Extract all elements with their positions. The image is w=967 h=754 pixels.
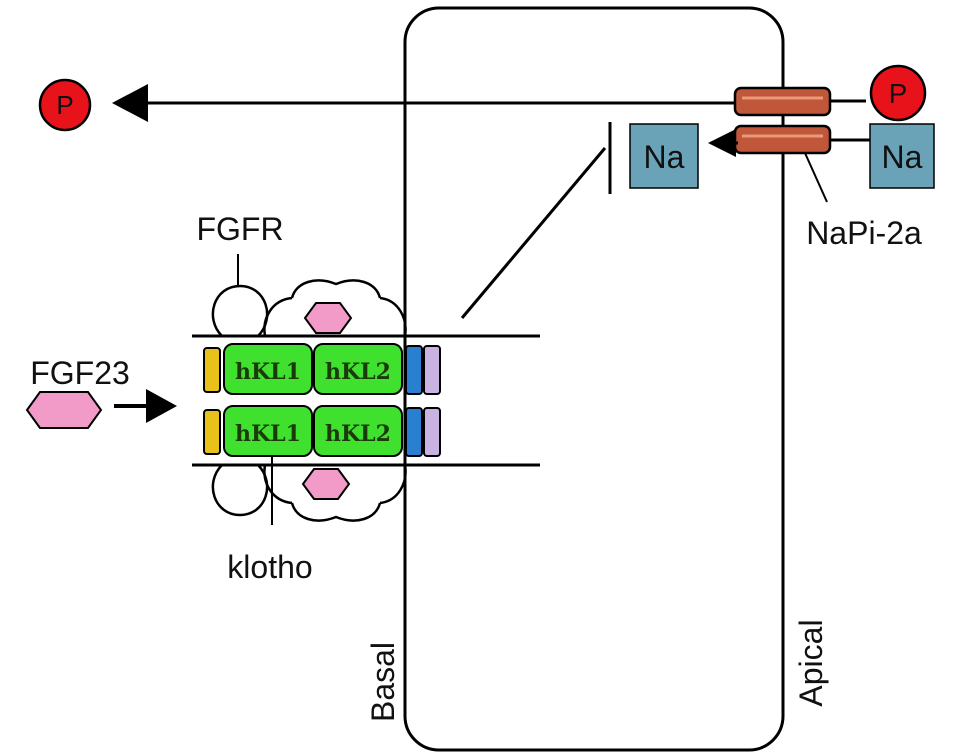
fgf23-label: FGF23 — [30, 355, 130, 391]
sodium-box-outside — [869, 123, 935, 189]
sodium-inside-label: Na — [644, 139, 685, 175]
phosphate-left — [38, 78, 92, 132]
kl1-label-1: hKL1 — [235, 359, 301, 385]
fgf23-bound-upper — [303, 302, 353, 334]
kl1-domain-2 — [223, 405, 313, 457]
inhibition-line — [460, 147, 607, 319]
sodium-outside-label: Na — [882, 139, 923, 175]
cell-outline — [403, 6, 785, 752]
napi-pointer-line — [804, 152, 828, 203]
sodium-box-inside — [629, 123, 699, 189]
phosphate-right — [869, 64, 927, 122]
tm-blue-2 — [405, 407, 423, 457]
tm-blue-1 — [405, 345, 423, 395]
fgfr-lower-loops — [211, 464, 407, 522]
tm-lavender-2 — [423, 407, 441, 457]
kl2-label-2: hKL2 — [325, 421, 391, 447]
kl2-domain-1 — [313, 343, 403, 395]
tm-yellow-2 — [203, 409, 221, 455]
napi-transporter-lower — [733, 124, 832, 155]
phosphate-right-label: P — [889, 78, 908, 109]
kl2-domain-2 — [313, 405, 403, 457]
phosphate-left-label: P — [56, 90, 73, 120]
basal-label: Basal — [365, 642, 401, 722]
fgf23-free — [25, 391, 103, 429]
tm-yellow-1 — [203, 347, 221, 393]
napi-label: NaPi-2a — [806, 215, 922, 251]
fgf23-arrow-head — [146, 389, 177, 423]
apical-label: Apical — [793, 619, 829, 706]
fgfr-upper-loops — [211, 279, 407, 337]
klotho-label: klotho — [227, 549, 312, 585]
fgfr-label: FGFR — [196, 211, 283, 247]
napi-transporter-upper — [733, 86, 832, 117]
sodium-arrow-head — [708, 129, 736, 157]
fgf23-bound-lower — [301, 468, 351, 500]
kl2-label-1: hKL2 — [325, 359, 391, 385]
tm-lavender-1 — [423, 345, 441, 395]
kl1-domain-1 — [223, 343, 313, 395]
kl1-label-2: hKL1 — [235, 421, 301, 447]
phosphate-arrow-head — [112, 84, 148, 122]
